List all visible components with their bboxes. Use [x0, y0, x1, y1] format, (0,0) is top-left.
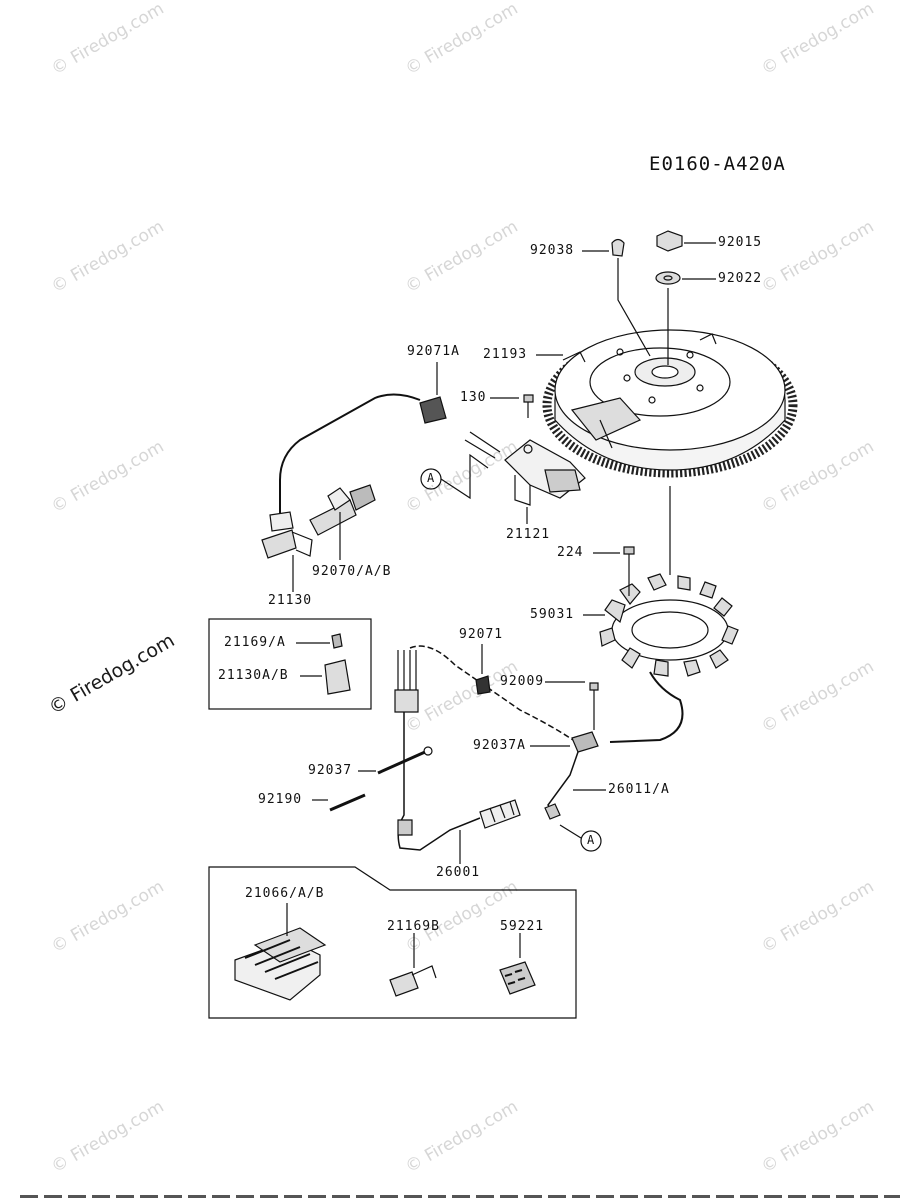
label-26011: 26011/A	[608, 782, 670, 797]
spark-plug-part	[309, 484, 376, 560]
label-92190: 92190	[258, 792, 303, 807]
label-224: 224	[557, 545, 584, 560]
label-92038: 92038	[530, 243, 575, 258]
stator-part	[599, 573, 739, 677]
label-21130: 21130	[268, 593, 313, 608]
label-92037: 92037	[308, 763, 353, 778]
ref-a-top: A	[427, 471, 436, 485]
label-21193: 21193	[483, 347, 528, 362]
flywheel-part	[542, 329, 798, 478]
label-92070: 92070/A/B	[312, 564, 392, 579]
label-21066: 21066/A/B	[245, 886, 325, 901]
label-130: 130	[460, 390, 487, 405]
label-59031: 59031	[530, 607, 575, 622]
label-92037a: 92037A	[473, 738, 526, 753]
inset-box-cap	[208, 618, 372, 710]
washer-part	[655, 271, 681, 285]
label-26001: 26001	[436, 865, 481, 880]
ignition-coil-part	[464, 431, 586, 506]
label-21121: 21121	[506, 527, 551, 542]
label-92015: 92015	[718, 235, 763, 250]
label-92009: 92009	[500, 674, 545, 689]
nut-part	[656, 230, 683, 252]
label-21169b: 21169B	[387, 919, 440, 934]
ref-a-bottom: A	[587, 833, 596, 847]
label-92071a: 92071A	[407, 344, 460, 359]
plug-cap-part	[261, 511, 313, 592]
label-92071: 92071	[459, 627, 504, 642]
label-21169: 21169/A	[224, 635, 286, 650]
wire-harness-part	[394, 645, 599, 851]
key-part	[611, 238, 625, 257]
diagram-code: E0160-A420A	[649, 153, 786, 175]
inset-box-parts	[208, 866, 577, 1019]
label-21130ab: 21130A/B	[218, 668, 289, 683]
footer-dashes	[20, 1195, 900, 1198]
rectifier-part	[234, 927, 327, 1001]
label-92022: 92022	[718, 271, 763, 286]
label-59221: 59221	[500, 919, 545, 934]
